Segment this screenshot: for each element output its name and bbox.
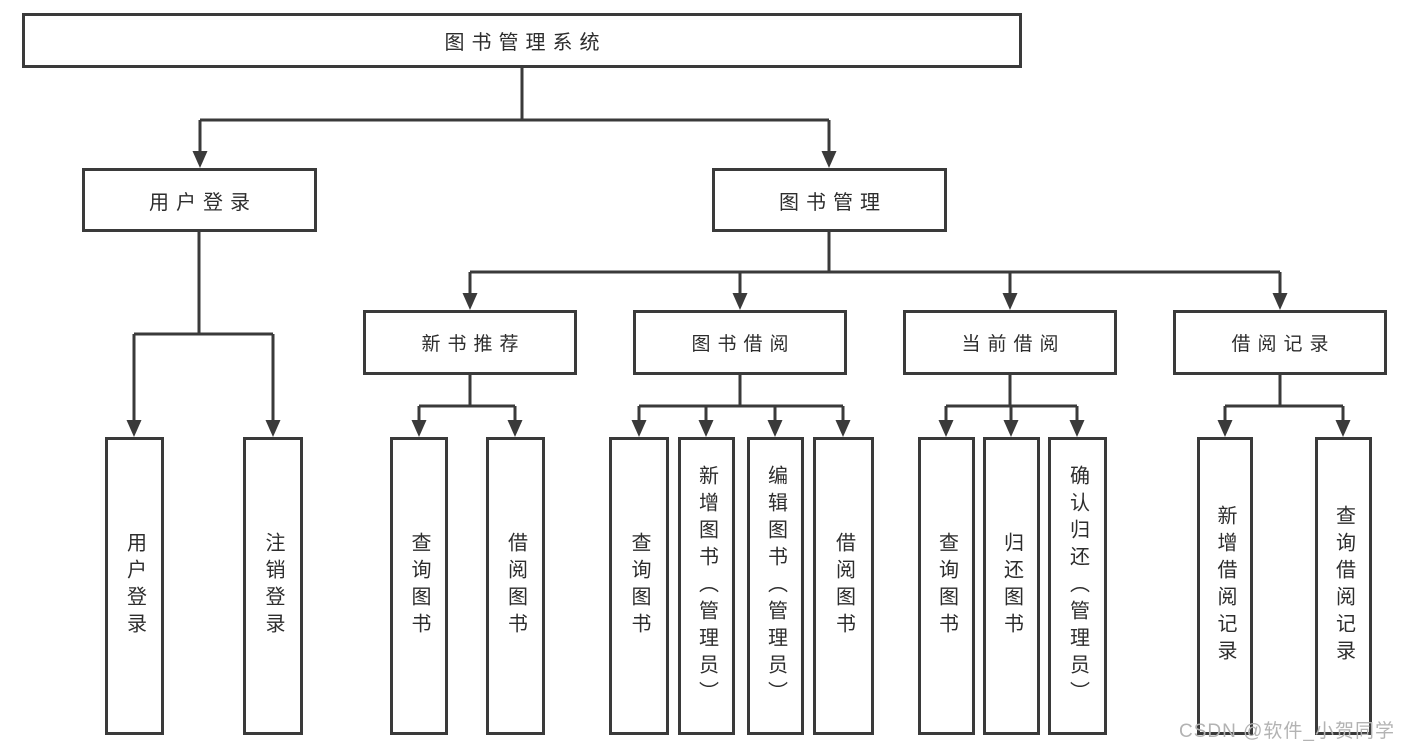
leaf-logout: 注销登录 bbox=[243, 437, 303, 735]
leaf-label: 用户登录 bbox=[123, 532, 146, 640]
node-label: 图书管理 bbox=[779, 191, 887, 214]
node-label: 图书管理系统 bbox=[444, 32, 607, 54]
node-label: 当前借阅 bbox=[961, 334, 1066, 355]
leaf-confirm-return-admin: 确认归还（管理员） bbox=[1048, 437, 1107, 735]
node-label: 用户登录 bbox=[149, 191, 257, 214]
leaf-label: 查询图书 bbox=[628, 532, 650, 640]
node-label: 借阅记录 bbox=[1231, 334, 1336, 355]
leaf-recommend-query-books: 查询图书 bbox=[390, 437, 448, 735]
leaf-label: 查询图书 bbox=[408, 532, 430, 640]
node-borrow-records: 借阅记录 bbox=[1173, 310, 1387, 375]
leaf-query-borrow-record: 查询借阅记录 bbox=[1315, 437, 1372, 735]
connector-strokes bbox=[132, 68, 1345, 432]
node-user-login: 用户登录 bbox=[82, 168, 317, 232]
node-current-borrow: 当前借阅 bbox=[903, 310, 1117, 375]
node-new-book-recommend: 新书推荐 bbox=[363, 310, 577, 375]
leaf-label: 编辑图书（管理员） bbox=[764, 464, 787, 708]
leaf-label: 归还图书 bbox=[1000, 532, 1023, 640]
leaf-add-borrow-record: 新增借阅记录 bbox=[1197, 437, 1253, 735]
leaf-user-login: 用户登录 bbox=[105, 437, 164, 735]
leaf-borrow-books: 借阅图书 bbox=[813, 437, 874, 735]
leaf-add-books-admin: 新增图书（管理员） bbox=[678, 437, 735, 735]
leaf-label: 注销登录 bbox=[262, 532, 284, 640]
leaf-label: 查询图书 bbox=[935, 532, 958, 640]
leaf-return-books: 归还图书 bbox=[983, 437, 1040, 735]
node-label: 新书推荐 bbox=[421, 334, 526, 355]
leaf-label: 新增借阅记录 bbox=[1214, 505, 1236, 667]
leaf-label: 借阅图书 bbox=[832, 532, 855, 640]
node-book-borrow: 图书借阅 bbox=[633, 310, 847, 375]
leaf-recommend-borrow-books: 借阅图书 bbox=[486, 437, 545, 735]
node-root-system: 图书管理系统 bbox=[22, 13, 1022, 68]
leaf-label: 新增图书（管理员） bbox=[695, 464, 718, 708]
leaf-current-query-books: 查询图书 bbox=[918, 437, 975, 735]
leaf-label: 查询借阅记录 bbox=[1332, 505, 1355, 667]
leaf-edit-books-admin: 编辑图书（管理员） bbox=[747, 437, 804, 735]
node-label: 图书借阅 bbox=[691, 334, 796, 355]
leaf-label: 借阅图书 bbox=[504, 532, 527, 640]
leaf-borrow-query-books: 查询图书 bbox=[609, 437, 669, 735]
leaf-label: 确认归还（管理员） bbox=[1066, 464, 1089, 708]
csdn-watermark: CSDN @软件_小贺同学 bbox=[1179, 721, 1395, 742]
node-book-management: 图书管理 bbox=[712, 168, 947, 232]
